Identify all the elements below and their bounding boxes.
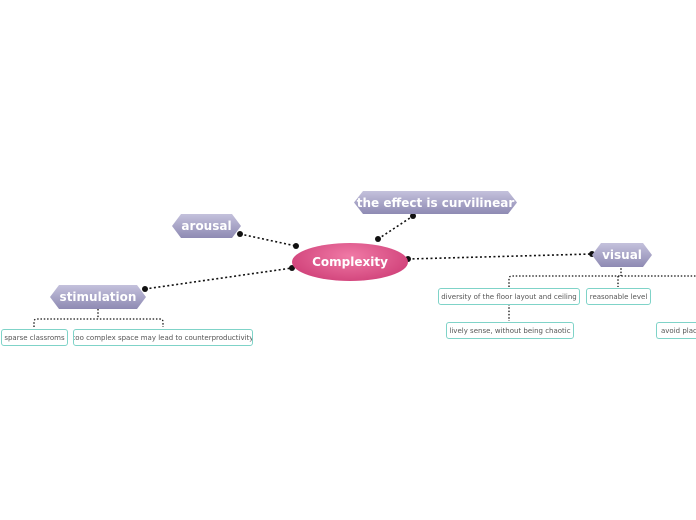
endpoint-dot <box>237 231 243 237</box>
leaf-lively[interactable]: lively sense, without being chaotic <box>446 322 574 339</box>
leaf-lively-label: lively sense, without being chaotic <box>449 326 571 335</box>
connector-visual-children <box>508 265 696 287</box>
leaf-reasonable-level-label: reasonable level <box>589 292 648 301</box>
topic-stimulation-label: stimulation <box>59 290 137 304</box>
leaf-diversity-label: diversity of the floor layout and ceilin… <box>441 292 577 301</box>
topic-arousal[interactable]: arousal <box>172 214 241 238</box>
topic-visual-label: visual <box>602 248 642 262</box>
leaf-too-complex-label: too complex space may lead to counterpro… <box>73 333 253 342</box>
central-topic[interactable]: Complexity <box>292 243 408 281</box>
endpoint-dot <box>410 213 416 219</box>
topic-arousal-label: arousal <box>181 219 232 233</box>
topic-visual[interactable]: visual <box>592 243 652 267</box>
connector-stimulation <box>144 267 293 290</box>
leaf-avoid[interactable]: avoid plac <box>656 322 696 339</box>
leaf-diversity[interactable]: diversity of the floor layout and ceilin… <box>438 288 580 305</box>
connector-stimulation-children <box>33 309 164 327</box>
connector-effect <box>377 215 414 240</box>
connector-visual <box>407 253 593 260</box>
topic-stimulation[interactable]: stimulation <box>50 285 146 309</box>
leaf-reasonable-level[interactable]: reasonable level <box>586 288 651 305</box>
topic-effect-label: the effect is curvilinear <box>356 195 515 210</box>
endpoint-dot <box>142 286 148 292</box>
leaf-avoid-label: avoid plac <box>661 326 696 335</box>
topic-effect[interactable]: the effect is curvilinear <box>354 191 517 214</box>
endpoint-dot <box>375 236 381 242</box>
leaf-sparse-classrooms-label: sparse classroms <box>4 333 65 342</box>
connector-arousal <box>239 233 297 247</box>
central-topic-label: Complexity <box>312 255 388 269</box>
leaf-sparse-classrooms[interactable]: sparse classroms <box>1 329 68 346</box>
leaf-too-complex[interactable]: too complex space may lead to counterpro… <box>73 329 253 346</box>
endpoint-dot <box>293 243 299 249</box>
